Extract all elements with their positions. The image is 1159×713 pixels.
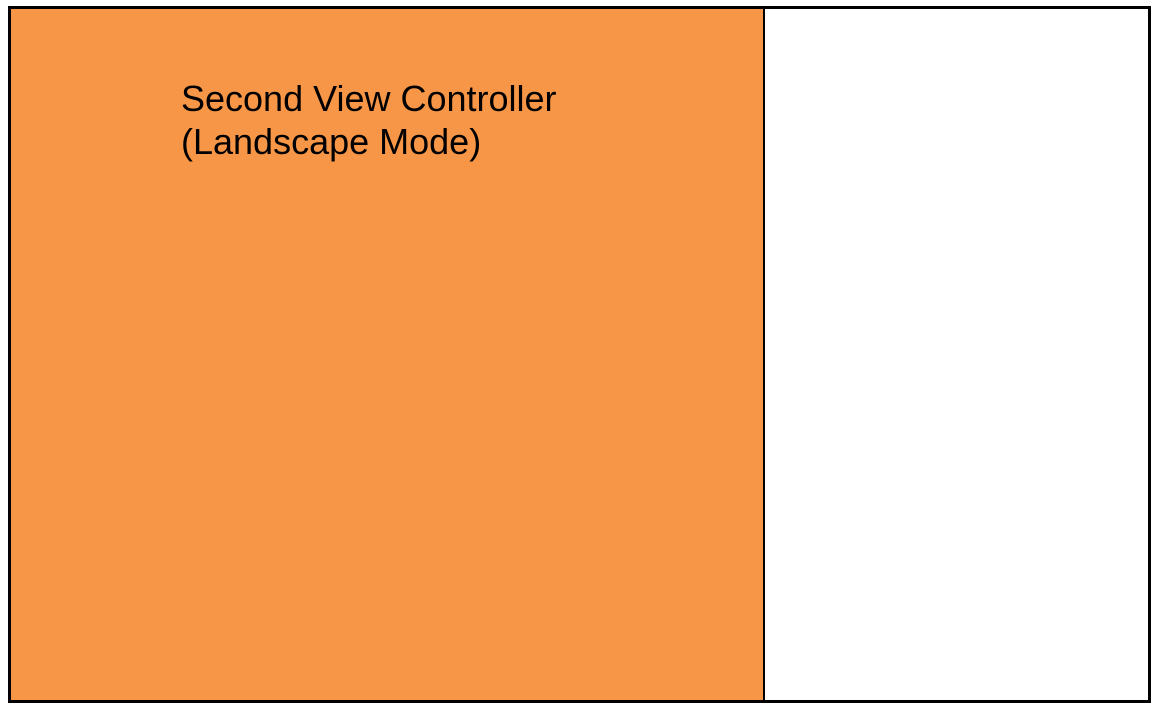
- panel-label: Second View Controller (Landscape Mode): [181, 77, 557, 163]
- second-view-controller-panel: Second View Controller (Landscape Mode): [11, 9, 765, 700]
- panel-label-line-2: (Landscape Mode): [181, 121, 482, 162]
- device-frame: Second View Controller (Landscape Mode): [8, 6, 1151, 703]
- empty-panel: [765, 9, 1148, 700]
- panel-label-line-1: Second View Controller: [181, 78, 557, 119]
